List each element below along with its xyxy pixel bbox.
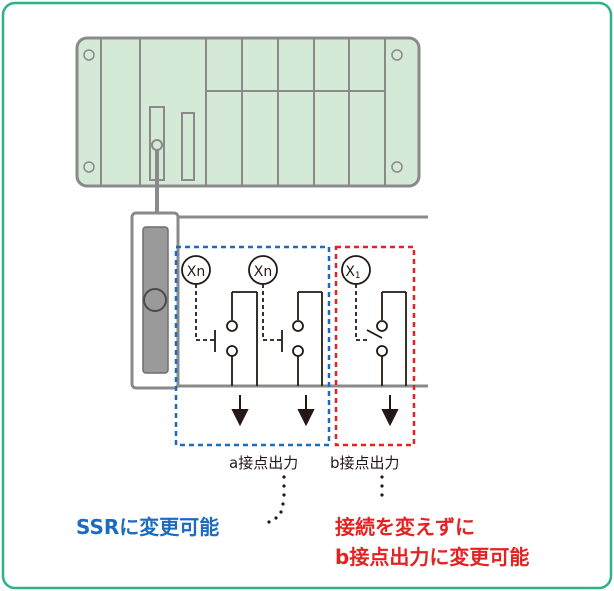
arrow-down-icon — [381, 409, 399, 427]
contact-icon — [226, 345, 238, 357]
coil-label-xn-2: Xn — [254, 264, 272, 280]
b-contact-group-box — [334, 245, 416, 447]
b-contact-output-label: b接点出力 — [330, 454, 400, 472]
a-contact-group-box — [174, 245, 331, 447]
coil-label-x1: X1 — [345, 264, 360, 281]
coil-label-x1-sub: 1 — [355, 271, 361, 281]
contact-icon — [226, 320, 238, 332]
contact-icon — [292, 345, 304, 357]
plc-screw-icons — [83, 49, 403, 173]
output-arrows — [231, 395, 399, 427]
arrow-down-icon — [297, 409, 315, 427]
arrow-down-icon — [231, 409, 249, 427]
leader-dots — [267, 475, 384, 524]
contact-icon — [376, 320, 388, 332]
b-contact-note-line1: 接続を変えずに — [335, 515, 475, 539]
contact-icon — [292, 320, 304, 332]
coil-label-x1-main: X — [345, 264, 355, 280]
ssr-note: SSRに変更可能 — [76, 515, 220, 539]
contact-icon — [376, 345, 388, 357]
coil-label-xn-1: Xn — [187, 264, 205, 280]
plc-unit — [75, 36, 421, 188]
a-contact-output-label: a接点出力 — [229, 454, 299, 472]
output-module — [130, 211, 428, 390]
b-contact-note-line2: b接点出力に変更可能 — [335, 545, 530, 569]
relay-circuits — [181, 255, 407, 386]
